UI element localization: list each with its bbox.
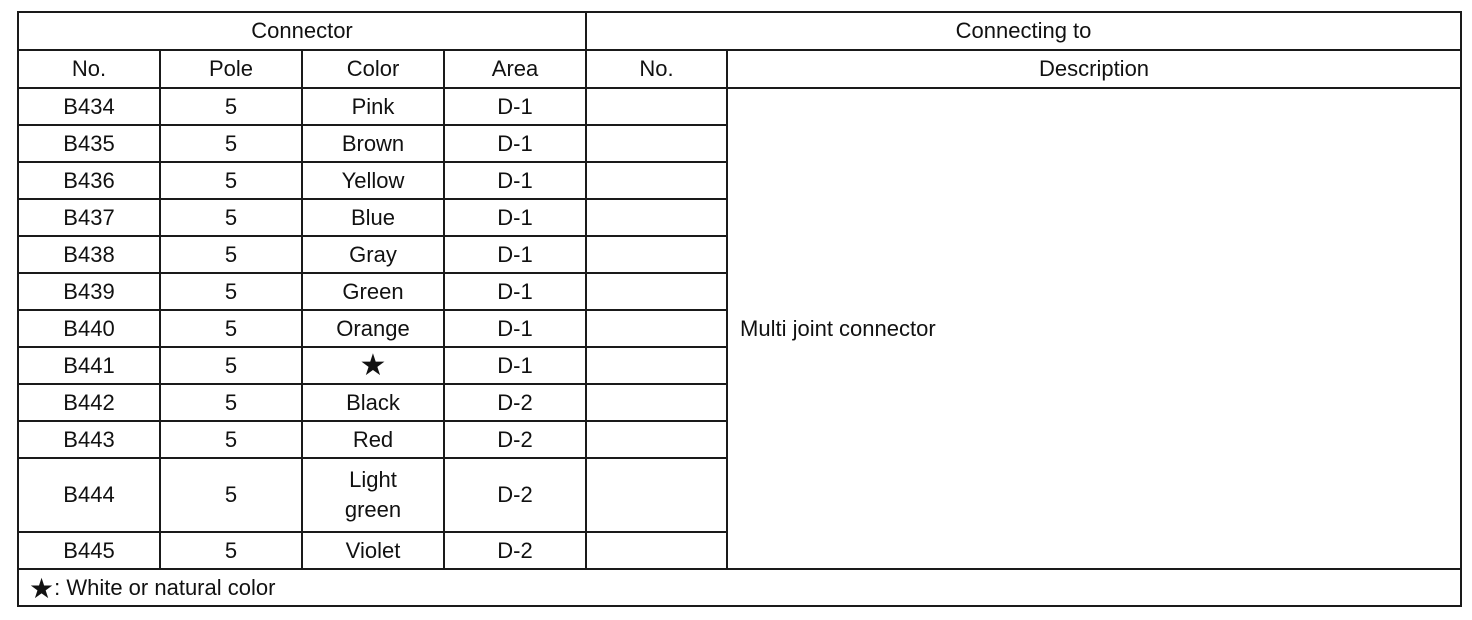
cell-color: Blue bbox=[301, 198, 445, 237]
cell-to-no bbox=[585, 235, 729, 274]
cell-to-no bbox=[585, 272, 729, 311]
table-row: B441 5 ★ D-1 bbox=[17, 346, 1461, 385]
cell-pole: 5 bbox=[159, 531, 303, 570]
cell-no: B438 bbox=[17, 235, 161, 274]
cell-to-no bbox=[585, 383, 729, 422]
cell-color: Brown bbox=[301, 124, 445, 163]
cell-pole: 5 bbox=[159, 198, 303, 237]
color-line-1: Light bbox=[349, 467, 397, 493]
col-header-color: Color bbox=[301, 49, 445, 89]
table-row: B444 5 Light green D-2 bbox=[17, 457, 1461, 533]
cell-pole: 5 bbox=[159, 420, 303, 459]
cell-color: Gray bbox=[301, 235, 445, 274]
connector-group-header: Connector bbox=[16, 11, 588, 51]
cell-area: D-1 bbox=[442, 124, 588, 163]
col-header-no: No. bbox=[17, 49, 161, 89]
cell-no: B444 bbox=[17, 457, 161, 533]
cell-pole: 5 bbox=[159, 124, 303, 163]
table-row: B442 5 Black D-2 bbox=[17, 383, 1461, 422]
table-row: B439 5 Green D-1 bbox=[17, 272, 1461, 311]
cell-area: D-1 bbox=[442, 87, 588, 126]
footnote: ★: White or natural color bbox=[16, 568, 1463, 607]
cell-to-no bbox=[585, 309, 729, 348]
footnote-text: : White or natural color bbox=[54, 574, 276, 600]
cell-pole: 5 bbox=[159, 87, 303, 126]
star-icon: ★ bbox=[359, 349, 387, 383]
color-line-2: green bbox=[344, 497, 402, 522]
cell-area: D-1 bbox=[442, 346, 588, 385]
connector-table: Connector Connecting to No. Pole Color A… bbox=[16, 11, 1463, 607]
cell-no: B436 bbox=[17, 161, 161, 200]
cell-pole: 5 bbox=[159, 309, 303, 348]
cell-color: Black bbox=[301, 383, 445, 422]
col-header-pole: Pole bbox=[159, 49, 303, 89]
cell-to-no bbox=[585, 420, 729, 459]
col-header-description: Description bbox=[726, 49, 1463, 89]
cell-no: B443 bbox=[17, 420, 161, 459]
cell-no: B442 bbox=[17, 383, 161, 422]
cell-area: D-2 bbox=[442, 457, 588, 533]
table-row: B443 5 Red D-2 bbox=[17, 420, 1461, 459]
col-header-to-no: No. bbox=[585, 49, 729, 89]
cell-no: B437 bbox=[17, 198, 161, 237]
cell-no: B435 bbox=[17, 124, 161, 163]
cell-color: Pink bbox=[301, 87, 445, 126]
cell-color: Orange bbox=[301, 309, 445, 348]
star-icon: ★ bbox=[29, 572, 55, 604]
table-row: B437 5 Blue D-1 bbox=[17, 198, 1461, 237]
cell-to-no bbox=[585, 198, 729, 237]
cell-color: Green bbox=[301, 272, 445, 311]
cell-to-no bbox=[585, 457, 729, 533]
cell-area: D-1 bbox=[442, 235, 588, 274]
column-header-row: No. Pole Color Area No. Description bbox=[17, 49, 1463, 89]
cell-to-no bbox=[585, 124, 729, 163]
cell-color: Yellow bbox=[301, 161, 445, 200]
table-row: B440 5 Orange D-1 bbox=[17, 309, 1461, 348]
cell-to-no bbox=[585, 531, 729, 570]
cell-no: B440 bbox=[17, 309, 161, 348]
group-header-row: Connector Connecting to bbox=[16, 11, 1463, 51]
cell-color: Red bbox=[301, 420, 445, 459]
table-row: B436 5 Yellow D-1 bbox=[17, 161, 1461, 200]
connecting-to-group-header: Connecting to bbox=[585, 11, 1463, 51]
cell-pole: 5 bbox=[159, 161, 303, 200]
cell-color: ★ bbox=[301, 346, 445, 385]
cell-no: B434 bbox=[17, 87, 161, 126]
cell-area: D-2 bbox=[442, 531, 588, 570]
cell-color: Violet bbox=[301, 531, 445, 570]
table-row: B435 5 Brown D-1 bbox=[17, 124, 1461, 163]
cell-no: B439 bbox=[17, 272, 161, 311]
cell-area: D-2 bbox=[442, 383, 588, 422]
cell-no: B445 bbox=[17, 531, 161, 570]
cell-description: Multi joint connector bbox=[726, 87, 1463, 570]
cell-pole: 5 bbox=[159, 457, 303, 533]
cell-to-no bbox=[585, 346, 729, 385]
cell-to-no bbox=[585, 87, 729, 126]
cell-pole: 5 bbox=[159, 383, 303, 422]
cell-color: Light green bbox=[301, 457, 445, 533]
table-row: B438 5 Gray D-1 bbox=[17, 235, 1461, 274]
cell-no: B441 bbox=[17, 346, 161, 385]
footnote-row: ★: White or natural color bbox=[16, 568, 1463, 607]
cell-area: D-1 bbox=[442, 198, 588, 237]
cell-area: D-1 bbox=[442, 161, 588, 200]
table-row: B434 5 Pink D-1 Multi joint connector bbox=[17, 87, 1463, 570]
cell-area: D-2 bbox=[442, 420, 588, 459]
cell-pole: 5 bbox=[159, 235, 303, 274]
cell-to-no bbox=[585, 161, 729, 200]
cell-area: D-1 bbox=[442, 309, 588, 348]
cell-area: D-1 bbox=[442, 272, 588, 311]
table-row: B445 5 Violet D-2 bbox=[17, 531, 1461, 570]
col-header-area: Area bbox=[442, 49, 588, 89]
cell-pole: 5 bbox=[159, 346, 303, 385]
cell-pole: 5 bbox=[159, 272, 303, 311]
